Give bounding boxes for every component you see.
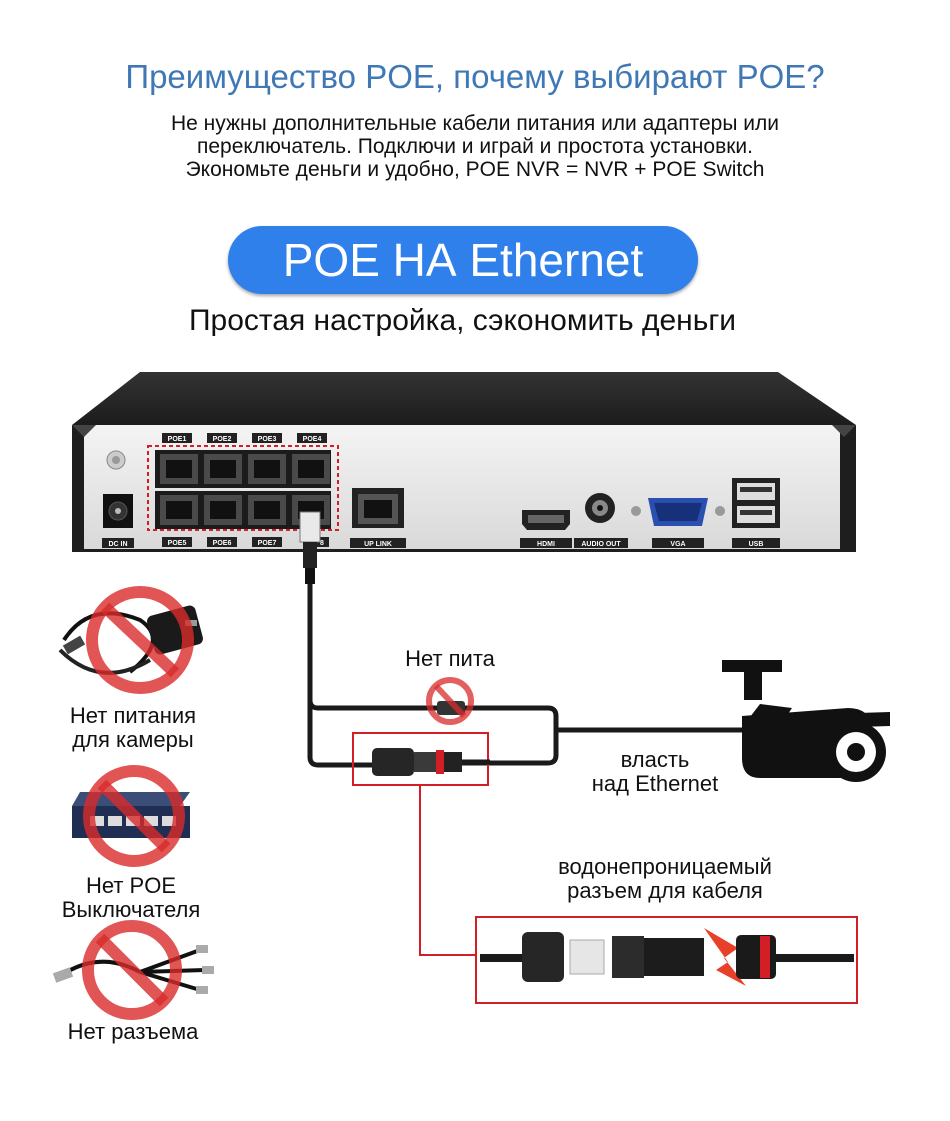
page-heading: Преимущество POE, почему выбирают POE?: [125, 58, 825, 95]
waterproof-connector-label: водонепроницаемый разъем для кабеля: [520, 855, 810, 903]
no-camera-power-label: Нет питания для камеры: [38, 704, 228, 752]
uplink-port: [350, 488, 406, 548]
no-poe-switch-label: Нет POE Выключателя: [26, 874, 236, 922]
description-line-3: Экономьте деньги и удобно, POE NVR = NVR…: [185, 158, 765, 181]
no-camera-power-line-2: для камеры: [72, 727, 194, 752]
poe-label-line-2: над Ethernet: [591, 771, 719, 796]
poe3-label: POE3: [258, 436, 277, 443]
vga-port: [631, 498, 725, 548]
usb-ports: [732, 478, 780, 548]
nvr-device: DC IN POE1 POE2 POE3 POE4: [72, 372, 856, 552]
poe6-label: POE6: [213, 540, 232, 547]
no-power-adapter-icon: [58, 586, 203, 694]
audio-out-port: [574, 493, 628, 548]
waterproof-connector-small: [372, 748, 490, 776]
poe-ethernet-badge: POE НА Ethernet: [228, 226, 698, 294]
waterproof-label-line-2: разъем для кабеля: [567, 878, 763, 903]
description-text: Не нужны дополнительные кабели питания и…: [0, 112, 950, 181]
dc-in-label: DC IN: [108, 541, 127, 548]
uplink-label: UP LINK: [364, 541, 392, 548]
dc-in-port: [102, 494, 134, 548]
waterproof-connector-large: [480, 928, 854, 986]
waterproof-label-line-1: водонепроницаемый: [558, 854, 772, 879]
no-camera-power-line-1: Нет питания: [69, 703, 197, 728]
connector-zoom-box: [475, 916, 858, 1004]
vga-label: VGA: [670, 541, 685, 548]
poe5-label: POE5: [168, 540, 187, 547]
poe-label-line-1: власть: [620, 747, 690, 772]
no-poe-switch-line-1: Нет POE: [85, 873, 177, 898]
poe-port-labels-top: POE1 POE2 POE3 POE4: [162, 433, 327, 443]
no-splitter-icon: [52, 920, 214, 1020]
no-power-connector: [426, 677, 474, 725]
no-poe-switch-line-2: Выключателя: [61, 897, 201, 922]
hdmi-label: HDMI: [537, 541, 555, 548]
usb-label: USB: [749, 541, 764, 548]
no-power-label: Нет пита: [405, 646, 495, 671]
no-connector-label: Нет разъема: [38, 1020, 228, 1044]
camera-icon: [722, 660, 890, 782]
audio-out-label: AUDIO OUT: [581, 541, 621, 548]
power-branch-cable: [307, 700, 410, 768]
poe8-label: 8: [320, 540, 324, 547]
no-poe-switch-icon: [72, 765, 190, 867]
poe4-label: POE4: [303, 436, 322, 443]
description-line-1: Не нужны дополнительные кабели питания и…: [171, 112, 779, 135]
no-connector-line-1: Нет разъема: [67, 1019, 199, 1044]
connector-zoom-line: [419, 785, 476, 956]
poe-label: власть над Ethernet: [560, 748, 750, 796]
poe-ports: [155, 450, 331, 529]
ethernet-cable: [307, 584, 745, 733]
poe2-label: POE2: [213, 436, 232, 443]
hdmi-port: [520, 510, 572, 548]
poe1-label: POE1: [168, 436, 187, 443]
poe7-label: POE7: [258, 540, 277, 547]
tagline: Простая настройка, сэкономить деньги: [188, 304, 737, 337]
description-line-2: переключатель. Подключи и играй и просто…: [197, 135, 753, 158]
ethernet-plug: [299, 511, 321, 584]
poe-port-labels-bottom: POE5 POE6 POE7 8: [162, 537, 329, 547]
